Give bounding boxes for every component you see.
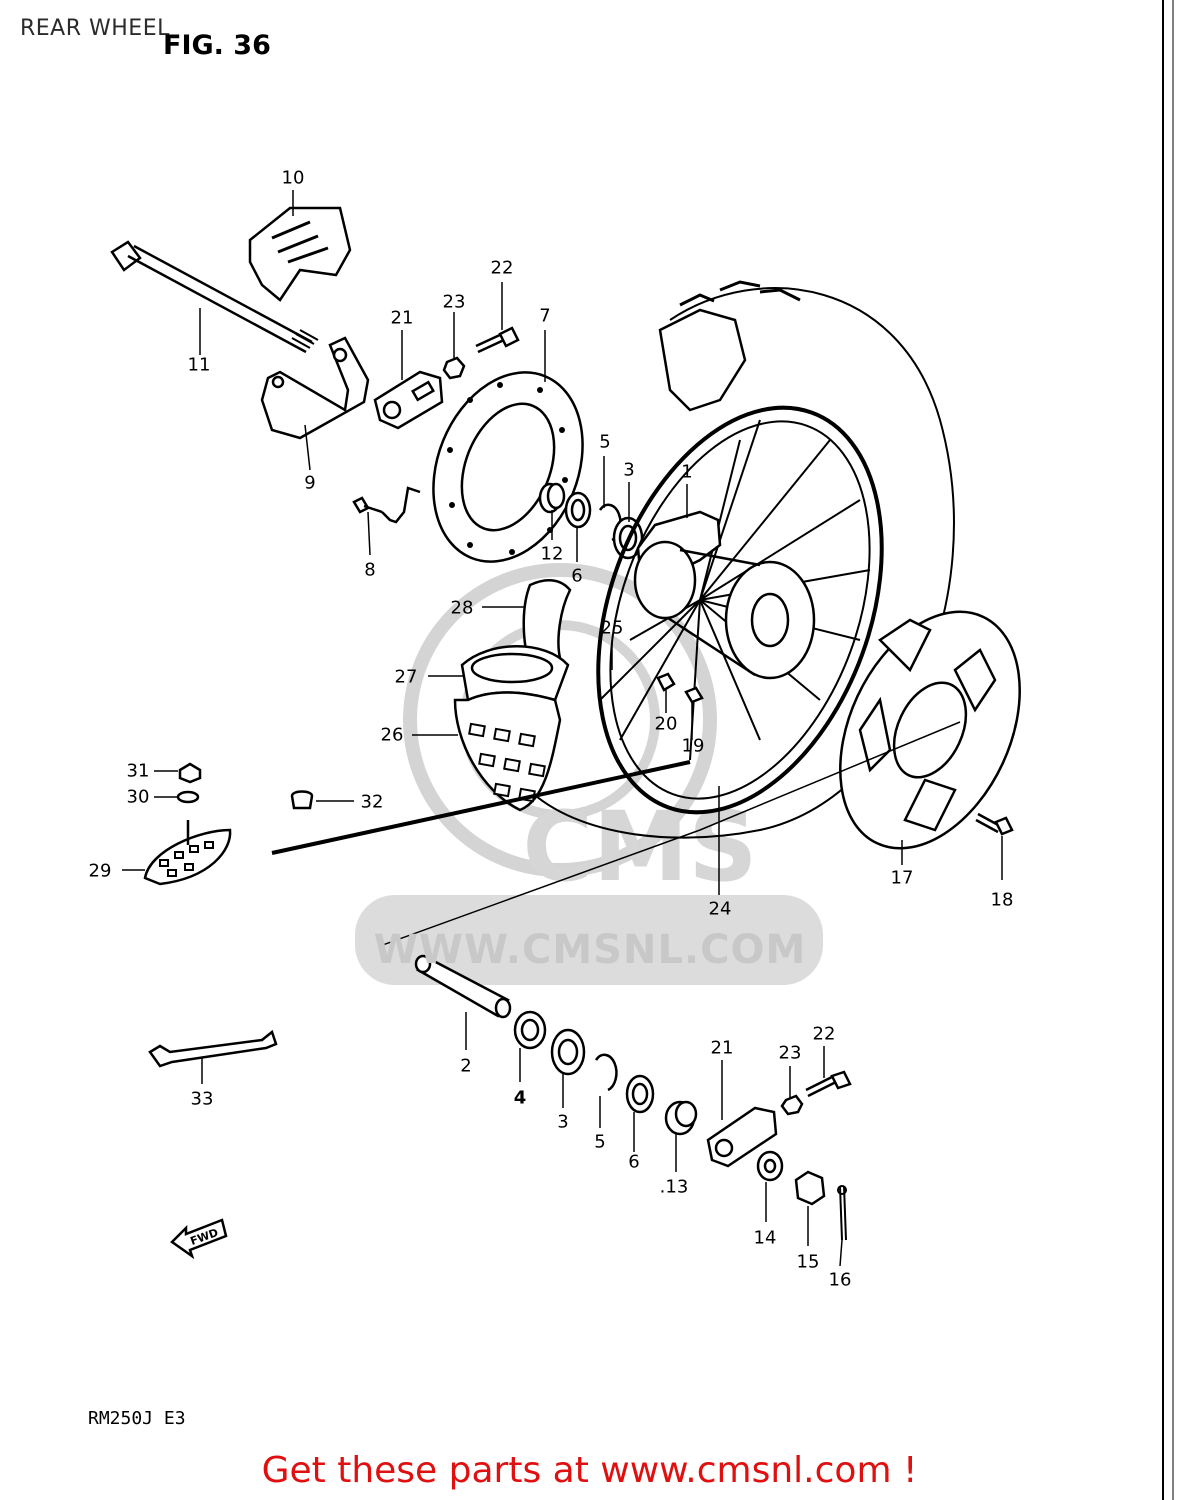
- rear-wheel-assembly: [519, 280, 955, 839]
- callout-7: 7: [539, 305, 551, 327]
- callout-6-top: 6: [571, 565, 583, 587]
- bearing-4[interactable]: [513, 1010, 547, 1050]
- axle-nut-15[interactable]: [794, 1170, 826, 1206]
- callout-13: .13: [659, 1176, 689, 1198]
- bolt-22-bottom[interactable]: [805, 1070, 852, 1098]
- parts-link-banner[interactable]: Get these parts at www.cmsnl.com !: [261, 1450, 918, 1491]
- valve-washer-30[interactable]: [176, 790, 200, 804]
- disc-bolt-8[interactable]: [352, 486, 421, 524]
- model-code: RM250J E3: [88, 1408, 186, 1429]
- spacer-12[interactable]: [538, 482, 566, 514]
- callout-22-top: 22: [490, 257, 514, 279]
- callout-15: 15: [796, 1251, 820, 1273]
- callout-19: 19: [681, 735, 705, 757]
- callout-4: 4: [513, 1087, 527, 1109]
- callout-3-top: 3: [623, 459, 635, 481]
- watermark-url: WWW.CMSNL.COM: [373, 927, 807, 973]
- page-title: REAR WHEEL: [20, 16, 170, 41]
- washer-14[interactable]: [756, 1150, 784, 1182]
- callout-16: 16: [828, 1269, 852, 1291]
- nut-23-bottom[interactable]: [780, 1094, 804, 1116]
- callout-24: 24: [708, 898, 732, 920]
- callout-20: 20: [654, 713, 678, 735]
- callout-31: 31: [126, 760, 150, 782]
- callout-11: 11: [187, 354, 211, 376]
- callout-21-bottom: 21: [710, 1037, 734, 1059]
- spacer-2[interactable]: [414, 954, 512, 1019]
- callout-29: 29: [88, 860, 112, 882]
- wheel-hub-1[interactable]: [633, 510, 816, 680]
- nut-19[interactable]: [684, 686, 704, 704]
- sprocket-17[interactable]: [805, 583, 1056, 877]
- bolt-22-top[interactable]: [475, 326, 520, 354]
- callout-21-top: 21: [390, 307, 414, 329]
- callout-14: 14: [753, 1227, 777, 1249]
- callout-22-bottom: 22: [812, 1023, 836, 1045]
- callout-5-bottom: 5: [594, 1131, 606, 1153]
- callout-25: 25: [600, 617, 624, 639]
- brake-disc-7[interactable]: [406, 350, 609, 584]
- spoke-wrench-33[interactable]: [148, 1029, 278, 1068]
- page-edge-lines: [1162, 0, 1174, 1500]
- callout-23-top: 23: [442, 291, 466, 313]
- circlip-5-bottom[interactable]: [594, 1053, 618, 1092]
- rim-band-28[interactable]: [522, 579, 572, 662]
- callout-17: 17: [890, 867, 914, 889]
- caliper-guard-10[interactable]: [248, 206, 352, 302]
- callout-leaders: [122, 190, 1003, 1267]
- callout-26: 26: [380, 724, 404, 746]
- callout-3-bottom: 3: [557, 1111, 569, 1133]
- callout-18: 18: [990, 889, 1014, 911]
- axle-11[interactable]: [110, 240, 319, 354]
- oil-seal-6-bottom[interactable]: [625, 1074, 655, 1114]
- cotter-pin-16[interactable]: [837, 1185, 847, 1241]
- callout-5-top: 5: [599, 431, 611, 453]
- spacer-13[interactable]: [664, 1100, 698, 1136]
- callout-28: 28: [450, 597, 474, 619]
- nut-23-top[interactable]: [442, 356, 466, 380]
- figure-label: FIG. 36: [163, 30, 271, 61]
- rim-lock-29[interactable]: [143, 820, 232, 886]
- callout-27: 27: [394, 666, 418, 688]
- callout-30: 30: [126, 786, 150, 808]
- fwd-arrow: [170, 1218, 228, 1260]
- callout-8: 8: [364, 559, 376, 581]
- callout-23-bottom: 23: [778, 1042, 802, 1064]
- callout-12: 12: [540, 543, 564, 565]
- chain-adjuster-21-bottom[interactable]: [706, 1106, 778, 1168]
- sprocket-bolt-18[interactable]: [975, 812, 1014, 836]
- brake-bracket-9[interactable]: [260, 336, 370, 440]
- callout-10: 10: [281, 167, 305, 189]
- callout-6-bottom: 6: [628, 1151, 640, 1173]
- valve-nut-31[interactable]: [178, 762, 202, 784]
- callout-2: 2: [460, 1055, 472, 1077]
- bearing-3-bottom[interactable]: [550, 1028, 586, 1076]
- callout-33: 33: [190, 1088, 214, 1110]
- oil-seal-6-top[interactable]: [564, 491, 592, 529]
- valve-cap-32[interactable]: [290, 790, 314, 810]
- callout-9: 9: [304, 472, 316, 494]
- callout-32: 32: [360, 791, 384, 813]
- assembly-lines: [271, 721, 961, 947]
- callout-1: 1: [681, 461, 693, 483]
- bolt-20[interactable]: [656, 672, 676, 692]
- chain-adjuster-21-top[interactable]: [373, 370, 444, 430]
